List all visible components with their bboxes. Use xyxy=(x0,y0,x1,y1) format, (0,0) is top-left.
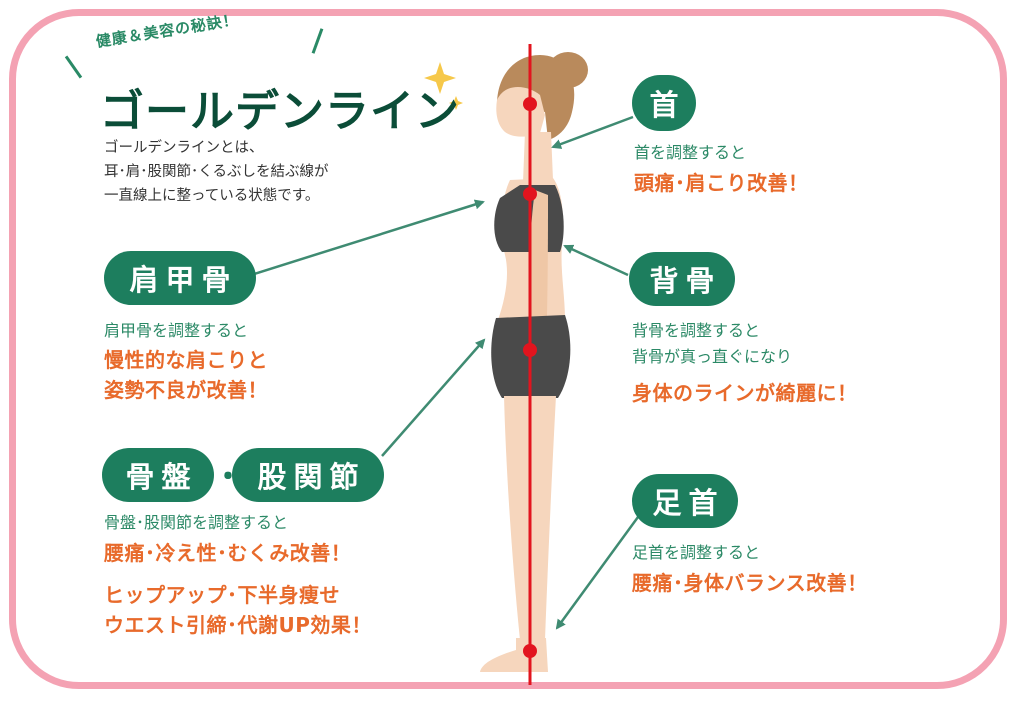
ankle-subtext: 足首を調整すると xyxy=(632,543,761,562)
arrow-neck xyxy=(551,115,634,149)
scapula-highlight: 慢性的な肩こりと 姿勢不良が改善！ xyxy=(104,348,268,402)
neck-highlight: 頭痛･肩こり改善！ xyxy=(634,171,809,195)
pelvis-highlight-2: ヒップアップ･下半身痩せ ウエスト引締･代謝UP効果！ xyxy=(104,583,372,637)
badge-pelvis: 骨盤 xyxy=(102,448,214,502)
ankle-highlight: 腰痛･身体バランス改善！ xyxy=(632,571,868,595)
arrow-pelvis xyxy=(381,338,486,457)
point-ankle xyxy=(523,644,537,658)
badge-scapula: 肩甲骨 xyxy=(104,251,256,305)
scapula-subtext: 肩甲骨を調整すると xyxy=(104,321,249,340)
spine-highlight: 身体のラインが綺麗に！ xyxy=(632,381,858,405)
badge-hip-joint: 股関節 xyxy=(232,448,384,502)
woman-figure xyxy=(480,52,588,672)
point-hip-joint xyxy=(523,343,537,357)
pelvis-subtext: 骨盤･股関節を調整すると xyxy=(104,513,289,532)
description: ゴールデンラインとは、 耳･肩･股関節･くるぶしを結ぶ線が 一直線上に整っている… xyxy=(104,140,329,204)
arrow-ankle xyxy=(555,516,640,630)
page-title: ゴールデンライン xyxy=(100,86,460,137)
pelvis-highlight-1: 腰痛･冷え性･むくみ改善！ xyxy=(104,541,352,565)
spine-subtext: 背骨を調整すると 背骨が真っ直ぐになり xyxy=(632,321,793,366)
badge-spine: 背骨 xyxy=(629,252,735,306)
badge-ankle: 足首 xyxy=(632,474,738,528)
badge-neck: 首 xyxy=(632,75,696,131)
point-ear xyxy=(523,97,537,111)
arrow-spine xyxy=(563,244,629,277)
point-shoulder xyxy=(523,187,537,201)
sparkle-icon xyxy=(424,62,463,110)
arrow-scapula xyxy=(253,199,485,276)
neck-subtext: 首を調整すると xyxy=(634,143,747,162)
